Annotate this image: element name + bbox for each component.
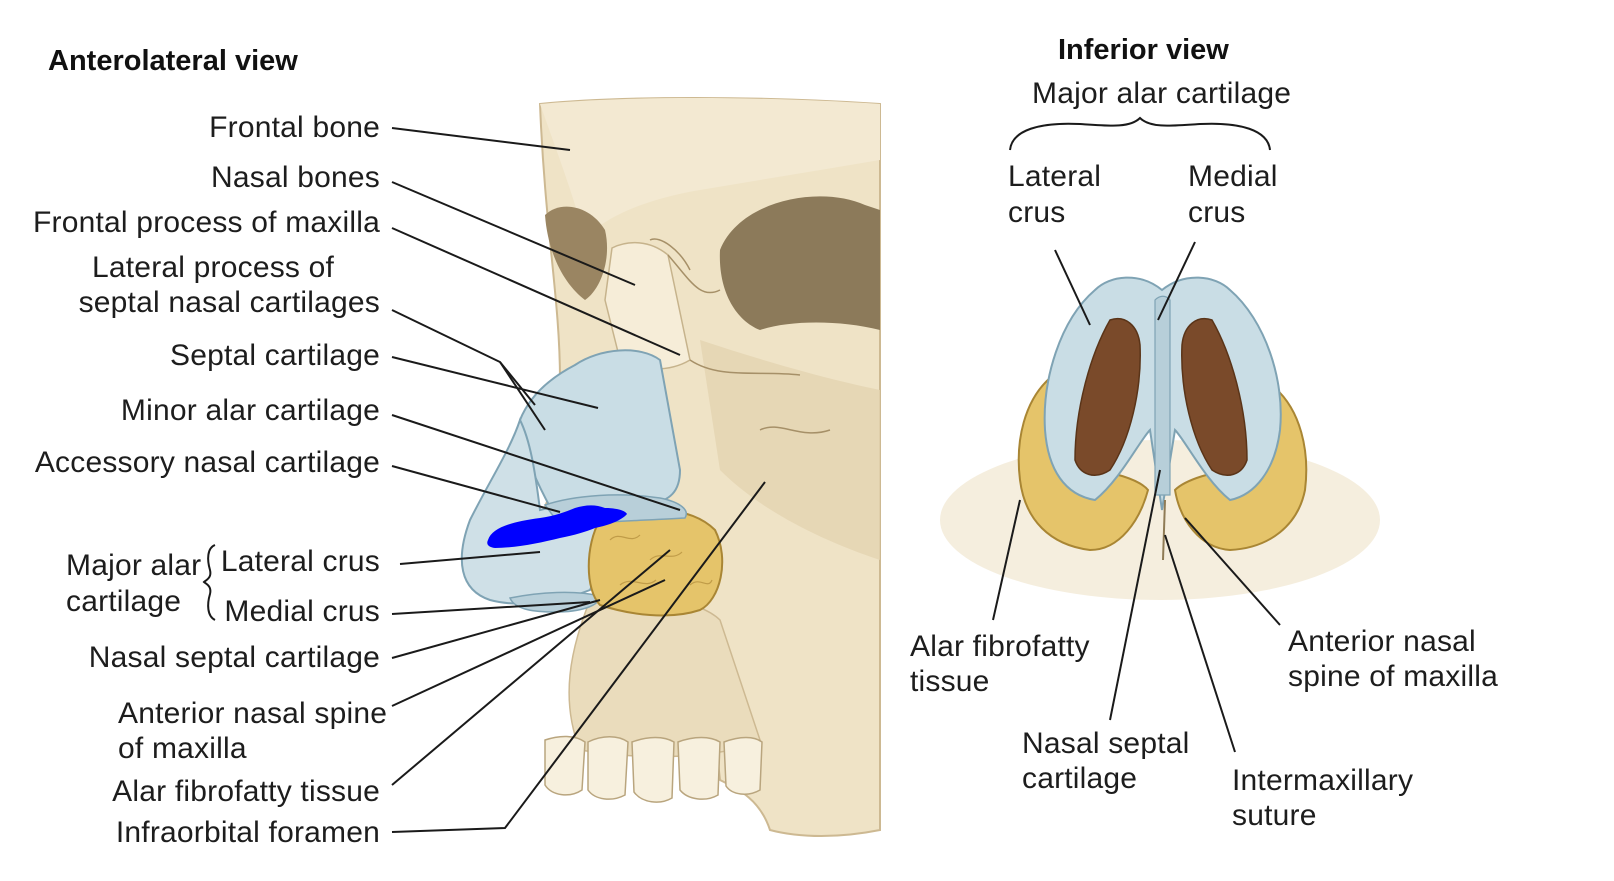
label-r-nsc-line2: cartilage [1022,762,1138,795]
suture-line [1162,499,1166,561]
major-alar-brace [202,544,216,621]
label-minor-alar: Minor alar cartilage [120,394,380,427]
left-leader-lines [391,127,766,833]
orbit-far [545,206,608,300]
label-major-alar-cartilage: Major alar cartilage [1032,77,1292,110]
label-r-alar-line2: tissue [910,665,990,698]
right-leader-lines [992,116,1281,753]
label-r-intermaxillary-line2: suture [1232,799,1317,832]
left-nostril [1074,318,1141,476]
label-r-medial-line2: crus [1188,196,1246,229]
label-r-lateral-line1: Lateral [1008,160,1102,193]
forehead-shading [540,98,880,240]
label-ans-line1: Anterior nasal spine [118,697,388,730]
teeth [544,735,763,803]
orbit-near [719,196,880,330]
label-infraorbital-foramen: Infraorbital foramen [115,816,380,849]
label-lateral-process-line2: septal nasal cartilages [78,286,380,319]
left-panel-title: Anterolateral view [48,45,298,77]
label-frontal-process: Frontal process of maxilla [33,206,380,239]
label-r-alar-line1: Alar fibrofatty [910,630,1090,663]
label-septal-cartilage: Septal cartilage [170,339,380,372]
inferior-nose-illustration [940,276,1380,600]
label-medial-crus: Medial crus [224,595,380,628]
label-lateral-crus: Lateral crus [220,545,380,578]
label-major-alar-line1: Major alar [66,549,202,582]
label-lateral-process-line1: Lateral process of [92,251,335,284]
skull-illustration [460,97,881,837]
label-r-lateral-line2: crus [1008,196,1066,229]
label-nasal-bones: Nasal bones [211,161,380,194]
right-nostril [1181,318,1248,476]
label-frontal-bone: Frontal bone [209,111,380,144]
label-ans-line2: of maxilla [118,732,247,765]
label-r-intermaxillary-line1: Intermaxillary [1232,764,1414,797]
fat-texture [609,534,713,586]
label-alar-fibrofatty: Alar fibrofatty tissue [112,775,380,808]
major-alar-brace-top [1009,116,1271,151]
label-nasal-septal-cartilage: Nasal septal cartilage [88,641,380,674]
label-accessory-nasal: Accessory nasal cartilage [34,446,380,479]
label-r-nsc-line1: Nasal septal [1022,727,1190,760]
label-r-medial-line1: Medial [1188,160,1278,193]
right-panel-title: Inferior view [1058,34,1229,66]
columella [1154,295,1171,496]
label-major-alar-line2: cartilage [66,585,182,618]
cheek-shadow [700,340,880,560]
highlight-marker [487,505,627,548]
label-r-ans-line1: Anterior nasal [1288,625,1476,658]
label-r-ans-line2: spine of maxilla [1288,660,1498,693]
